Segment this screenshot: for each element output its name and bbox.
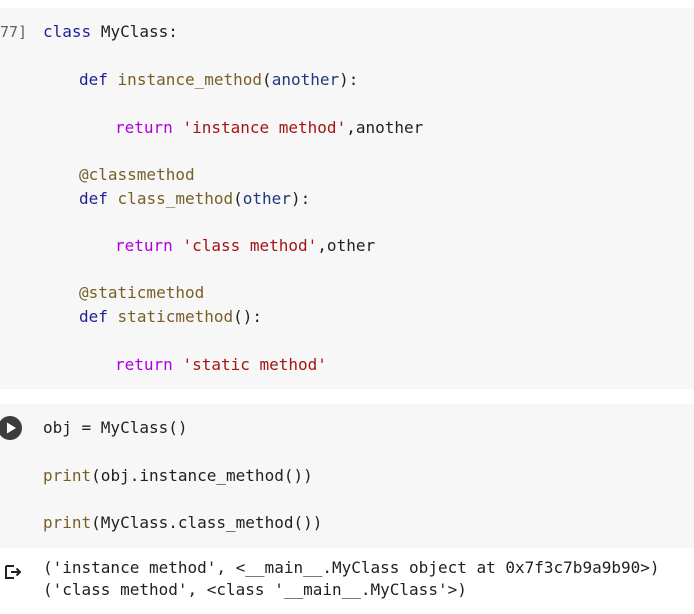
code-text: ,another: [346, 118, 424, 137]
code-line: class MyClass:: [43, 22, 178, 42]
code-text: (obj.instance_method()): [91, 466, 313, 485]
code-line: def instance_method(another):: [79, 70, 358, 90]
punct: ():: [233, 307, 263, 326]
function-name: staticmethod: [117, 307, 234, 326]
output-arrow-icon[interactable]: [3, 562, 23, 582]
punct: (: [262, 70, 272, 89]
code-line: return 'static method': [115, 355, 327, 375]
output-line: ('instance method', <__main__.MyClass ob…: [43, 558, 660, 577]
play-icon: [7, 422, 16, 434]
keyword: return: [115, 236, 173, 255]
decorator: @classmethod: [79, 165, 195, 184]
function-name: class_method: [117, 189, 234, 208]
code-line: obj = MyClass(): [43, 418, 188, 437]
run-cell-button[interactable]: [0, 416, 22, 440]
string-literal: 'static method': [182, 355, 327, 374]
code-text: ,other: [317, 236, 376, 255]
code-line: return 'class method',other: [115, 236, 375, 256]
punct: ):: [339, 70, 359, 89]
code-line: def staticmethod():: [79, 307, 262, 327]
class-name: MyClass:: [100, 22, 178, 41]
code-cell-1[interactable]: [0, 8, 694, 389]
function-name: instance_method: [117, 70, 263, 89]
code-line: def class_method(other):: [79, 189, 310, 209]
builtin-function: print: [43, 513, 92, 532]
code-text: (MyClass.class_method()): [91, 513, 323, 532]
code-cell-2[interactable]: [0, 404, 694, 548]
code-line: return 'instance method',another: [115, 118, 423, 138]
parameter: other: [242, 189, 291, 208]
execution-count: 77]: [0, 23, 28, 41]
code-line: print(MyClass.class_method()): [43, 513, 322, 533]
parameter: another: [271, 70, 340, 89]
keyword: return: [115, 118, 173, 137]
decorator: @staticmethod: [79, 283, 205, 302]
keyword: class: [43, 22, 92, 41]
string-literal: 'instance method': [182, 118, 347, 137]
keyword: return: [115, 355, 173, 374]
punct: (: [233, 189, 243, 208]
keyword: def: [79, 70, 108, 89]
keyword: def: [79, 189, 108, 208]
output-line: ('class method', <class '__main__.MyClas…: [43, 580, 467, 599]
builtin-function: print: [43, 466, 92, 485]
punct: ):: [290, 189, 311, 208]
code-line: print(obj.instance_method()): [43, 466, 313, 486]
keyword: def: [79, 307, 108, 326]
string-literal: 'class method': [182, 236, 318, 255]
